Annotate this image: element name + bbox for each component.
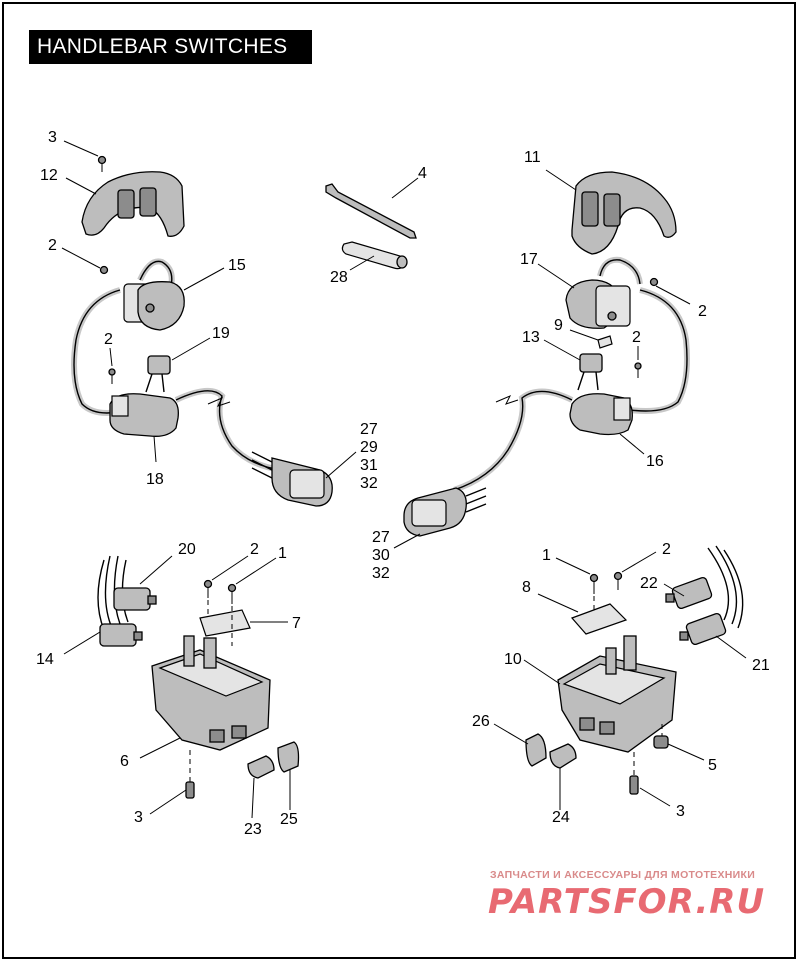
button-24 xyxy=(549,743,577,769)
housing-cover-12 xyxy=(81,171,185,237)
callout-27: 27 xyxy=(372,529,390,546)
screw-2-lower-left xyxy=(203,579,213,598)
screw-1-lower-right xyxy=(589,573,599,594)
cable-strap-4 xyxy=(325,183,417,239)
callout-20: 20 xyxy=(178,541,196,558)
callout-2: 2 xyxy=(48,237,57,254)
callout-7: 7 xyxy=(292,615,301,632)
watermark-logo: PARTSFOR.RU xyxy=(488,882,766,922)
callout-1: 1 xyxy=(278,545,287,562)
callout-26: 26 xyxy=(472,713,490,730)
housing-10 xyxy=(557,635,677,753)
diagram-title: HANDLEBAR SWITCHES xyxy=(29,30,312,64)
callout-22: 22 xyxy=(640,575,658,592)
right-lower-assembly xyxy=(525,545,744,795)
switch-22 xyxy=(665,576,713,610)
callout-11: 11 xyxy=(524,149,541,166)
button-23 xyxy=(247,755,275,779)
callout-28: 28 xyxy=(330,269,348,286)
housing-6 xyxy=(151,635,271,751)
callout-2: 2 xyxy=(662,541,671,558)
switch-13 xyxy=(577,353,603,391)
callout-15: 15 xyxy=(228,257,246,274)
callout-32: 32 xyxy=(360,475,378,492)
screw-3-lower-right xyxy=(629,775,639,795)
switch-20 xyxy=(113,587,157,611)
connector-right xyxy=(403,487,487,537)
switch-18 xyxy=(109,393,179,437)
right-upper-assembly xyxy=(403,171,690,537)
leader-lines xyxy=(61,140,747,819)
callout-14: 14 xyxy=(36,651,54,668)
switch-17 xyxy=(565,279,631,329)
callout-6: 6 xyxy=(120,753,129,770)
switch-14 xyxy=(99,623,143,647)
callout-29: 29 xyxy=(360,439,378,456)
callout-4: 4 xyxy=(418,165,427,182)
clip-9 xyxy=(597,335,613,349)
plug-5 xyxy=(653,735,669,749)
callout-5: 5 xyxy=(708,757,717,774)
callout-10: 10 xyxy=(504,651,522,668)
callout-21: 21 xyxy=(752,657,770,674)
screw-2-right-b xyxy=(634,362,642,378)
callout-13: 13 xyxy=(522,329,540,346)
screw-2-right-a xyxy=(649,277,659,287)
callout-3: 3 xyxy=(134,809,143,826)
callout-12: 12 xyxy=(40,167,58,184)
button-25 xyxy=(277,741,300,773)
callout-18: 18 xyxy=(146,471,164,488)
plate-7 xyxy=(199,609,251,637)
screw-2-lower-right xyxy=(613,571,623,590)
callout-32: 32 xyxy=(372,565,390,582)
callout-24: 24 xyxy=(552,809,570,826)
callout-23: 23 xyxy=(244,821,262,838)
callout-17: 17 xyxy=(520,251,538,268)
callout-8: 8 xyxy=(522,579,531,596)
switch-19 xyxy=(145,355,171,393)
callout-3: 3 xyxy=(48,129,57,146)
callout-2: 2 xyxy=(698,303,707,320)
watermark-tagline: ЗАПЧАСТИ И АКСЕССУАРЫ ДЛЯ МОТОТЕХНИКИ xyxy=(490,869,756,881)
switch-15 xyxy=(123,281,185,331)
sleeve-28 xyxy=(341,241,408,270)
callout-labels: 3 12 2 15 2 19 18 27 29 31 32 4 28 11 17… xyxy=(36,129,770,838)
screw-1-lower-left xyxy=(227,583,237,604)
callout-2: 2 xyxy=(632,329,641,346)
screw-2-left-b xyxy=(108,368,116,384)
callout-2: 2 xyxy=(104,331,113,348)
button-26 xyxy=(525,733,547,767)
callout-16: 16 xyxy=(646,453,664,470)
screw-2-left-a xyxy=(99,265,109,275)
connector-left xyxy=(251,451,333,507)
left-lower-assembly xyxy=(97,555,300,799)
left-upper-assembly xyxy=(71,155,333,507)
switch-21 xyxy=(679,612,727,646)
callout-27: 27 xyxy=(360,421,378,438)
callout-9: 9 xyxy=(554,317,563,334)
callout-30: 30 xyxy=(372,547,390,564)
plate-8 xyxy=(570,603,628,635)
housing-cover-11 xyxy=(571,171,677,255)
callout-2: 2 xyxy=(250,541,259,558)
callout-31: 31 xyxy=(360,457,378,474)
callout-25: 25 xyxy=(280,811,298,828)
switch-16 xyxy=(569,393,633,436)
screw-3-top-left xyxy=(97,155,107,172)
callout-19: 19 xyxy=(212,325,230,342)
callout-3: 3 xyxy=(676,803,685,820)
screw-3-lower-left xyxy=(185,781,195,799)
callout-1: 1 xyxy=(542,547,551,564)
